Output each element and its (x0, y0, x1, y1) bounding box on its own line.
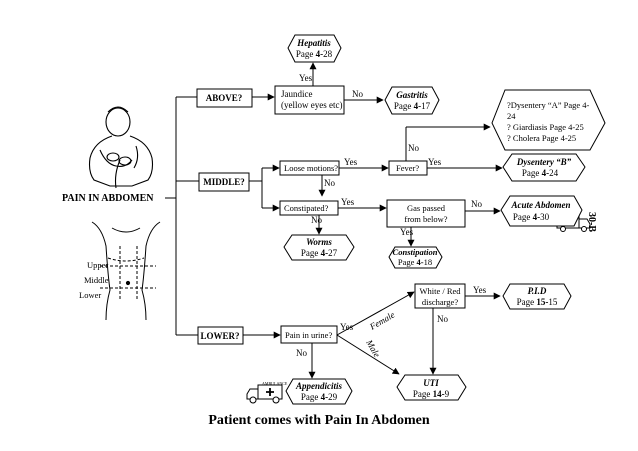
svg-text:Appendicitis: Appendicitis (295, 381, 342, 391)
outcome-appendicitis: Appendicitis Page 4-29 (285, 378, 353, 405)
label-male: Male (364, 337, 382, 359)
branch-above: ABOVE? (196, 88, 253, 108)
label-yes: Yes (344, 157, 358, 167)
svg-text:Gastritis: Gastritis (396, 90, 428, 100)
label-no: No (324, 178, 335, 188)
svg-text:from below?: from below? (404, 214, 447, 224)
svg-text:Fever?: Fever? (396, 163, 419, 173)
outcome-hepatitis: Hepatitis Page 4-28 (287, 34, 342, 63)
page-tag: 30-B (586, 212, 597, 232)
branch-lower: LOWER? (197, 326, 244, 345)
label-yes: Yes (473, 285, 487, 295)
label-yes: Yes (341, 197, 355, 207)
svg-text:Worms: Worms (306, 237, 332, 247)
connectors (165, 62, 503, 379)
region-middle: Middle (84, 275, 109, 285)
label-yes: Yes (340, 322, 354, 332)
region-lower: Lower (79, 290, 101, 300)
svg-text:White / Red: White / Red (419, 286, 461, 296)
region-upper: Upper (87, 260, 108, 270)
label-no: No (437, 314, 448, 324)
outcome-dysentery-a: ?Dysentery “A” Page 4- 24 ? Giardiasis P… (491, 89, 606, 151)
outcome-uti: UTI Page 14-9 (396, 374, 467, 401)
svg-text:Acute Abdomen: Acute Abdomen (511, 200, 571, 210)
question-fever: Fever? (388, 160, 428, 176)
question-gas-passed: Gas passed from below? (386, 199, 466, 228)
svg-text:Page 15-15: Page 15-15 (517, 297, 558, 307)
label-no: No (471, 199, 482, 209)
svg-text:Constipated?: Constipated? (284, 203, 329, 213)
label-no: No (296, 348, 307, 358)
svg-text:MIDDLE?: MIDDLE? (203, 177, 245, 187)
svg-text:Hepatitis: Hepatitis (296, 38, 331, 48)
outcome-worms: Worms Page 4-27 (283, 234, 355, 261)
svg-text:Constipation: Constipation (393, 247, 438, 257)
label-no: No (311, 215, 322, 225)
svg-text:P.I.D: P.I.D (528, 286, 547, 296)
question-jaundice: Jaundice (yellow eyes etc) (274, 85, 345, 115)
svg-text:Jaundice: Jaundice (281, 89, 313, 99)
svg-text:(yellow eyes etc): (yellow eyes etc) (281, 100, 342, 110)
svg-text:UTI: UTI (423, 378, 439, 388)
svg-text:? Cholera Page 4-25: ? Cholera Page 4-25 (507, 133, 576, 143)
label-no: No (408, 143, 419, 153)
svg-text:Page 4-30: Page 4-30 (513, 212, 550, 222)
svg-text:Page 4-17: Page 4-17 (394, 101, 431, 111)
svg-text:AMBULANCE: AMBULANCE (262, 381, 288, 386)
outcome-constipation: Constipation Page 4-18 (388, 246, 443, 269)
label-female: Female (367, 310, 396, 333)
question-loose-motions: Loose motions? (279, 160, 340, 176)
svg-text:? Giardiasis Page 4-25: ? Giardiasis Page 4-25 (507, 122, 584, 132)
label-no: No (352, 89, 363, 99)
label-yes: Yes (299, 73, 313, 83)
svg-text:LOWER?: LOWER? (200, 331, 239, 341)
label-yes: Yes (400, 227, 414, 237)
outcome-acute-abdomen: Acute Abdomen Page 4-30 (500, 195, 583, 227)
label-yes: Yes (428, 157, 442, 167)
ambulance-icon: AMBULANCE (246, 381, 288, 404)
svg-text:Page 4-27: Page 4-27 (301, 248, 338, 258)
outcome-pid: P.I.D Page 15-15 (502, 283, 572, 310)
patient-illustration (88, 106, 154, 189)
abdomen-diagram (91, 221, 161, 321)
svg-text:Page 4-18: Page 4-18 (398, 257, 432, 267)
svg-text:ABOVE?: ABOVE? (206, 93, 243, 103)
diagram-title: Patient comes with Pain In Abdomen (208, 413, 430, 428)
svg-text:Page 14-9: Page 14-9 (413, 389, 450, 399)
branch-middle: MIDDLE? (198, 172, 250, 192)
outcome-gastritis: Gastritis Page 4-17 (384, 86, 440, 115)
svg-text:Dysentery “B”: Dysentery “B” (516, 157, 572, 167)
outcome-dysentery-b: Dysentery “B” Page 4-24 (502, 153, 586, 182)
question-constipated: Constipated? (279, 200, 339, 216)
svg-text:?Dysentery “A” Page 4-: ?Dysentery “A” Page 4- (507, 100, 590, 110)
start-node: PAIN IN ABDOMEN (62, 193, 154, 204)
svg-text:Page 4-28: Page 4-28 (296, 49, 333, 59)
svg-text:Pain in urine?: Pain in urine? (285, 330, 332, 340)
svg-text:Page 4-29: Page 4-29 (301, 392, 338, 402)
svg-text:24: 24 (507, 111, 516, 121)
question-pain-in-urine: Pain in urine? (280, 325, 338, 344)
question-discharge: White / Red discharge? (414, 283, 466, 309)
svg-text:Page 4-24: Page 4-24 (522, 168, 559, 178)
svg-text:discharge?: discharge? (422, 297, 458, 307)
svg-text:Loose motions?: Loose motions? (284, 163, 338, 173)
svg-text:Gas passed: Gas passed (407, 203, 446, 213)
